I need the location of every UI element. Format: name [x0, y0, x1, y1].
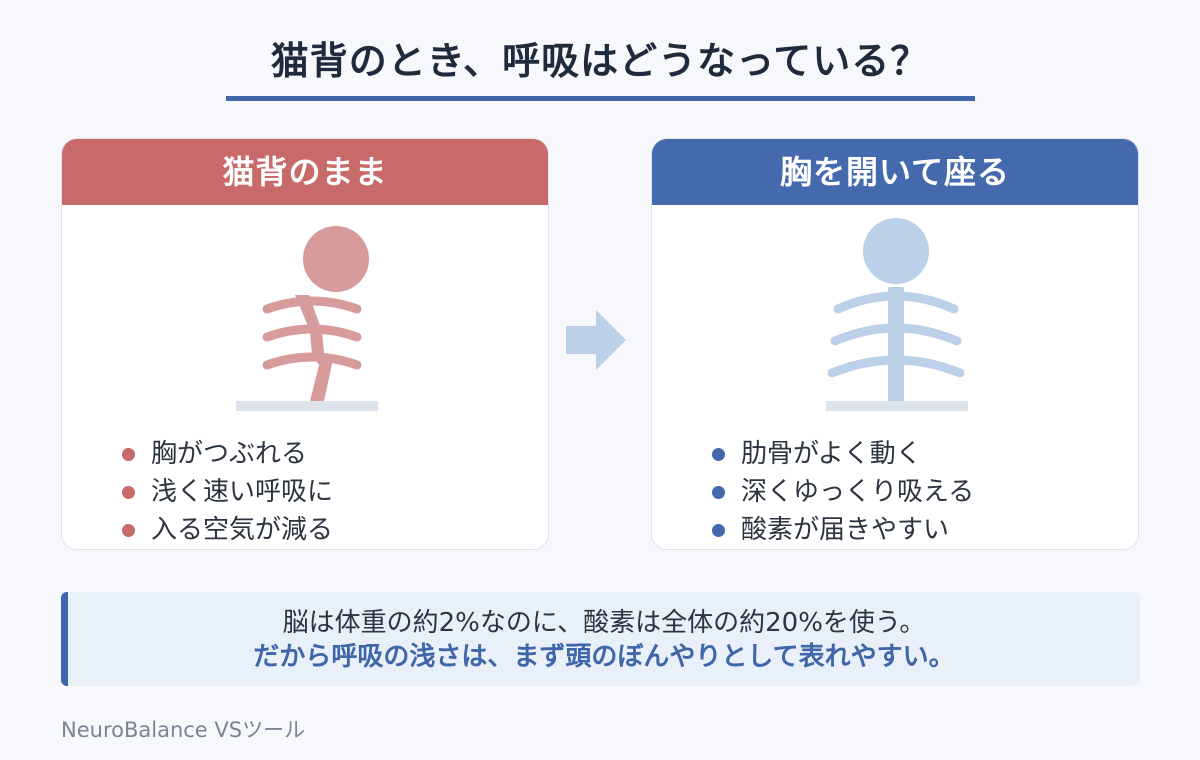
slouched-card: 猫背のまま 胸がつぶれる 浅く速い呼吸に 入る空気が減る [61, 138, 549, 550]
upright-effects-list: 肋骨がよく動く 深くゆっくり吸える 酸素が届きやすい [712, 435, 974, 549]
list-item: 酸素が届きやすい [712, 511, 974, 549]
floor-line [826, 401, 968, 411]
title-underline [226, 96, 975, 101]
note-line-1: 脳は体重の約2%なのに、酸素は全体の約20%を使う。 [282, 608, 926, 638]
note-box: 脳は体重の約2%なのに、酸素は全体の約20%を使う。 だから呼吸の浅さは、まず頭… [61, 592, 1140, 686]
bullet-dot-icon [122, 447, 135, 461]
upright-posture-figure [826, 218, 968, 411]
page-title: 猫背のとき、呼吸はどうなっている？ [270, 39, 930, 83]
upright-card-header: 胸を開いて座る [652, 139, 1138, 205]
rib-3 [827, 355, 965, 378]
list-item: 入る空気が減る [122, 511, 333, 549]
bullet-dot-icon [712, 447, 725, 461]
rib-3 [262, 352, 362, 370]
straight-spine [888, 287, 904, 401]
head [303, 226, 369, 292]
rib-2 [262, 324, 362, 342]
rib-1 [262, 296, 362, 314]
slouched-effects-list: 胸がつぶれる 浅く速い呼吸に 入る空気が減る [122, 435, 333, 549]
note-line-2: だから呼吸の浅さは、まず頭のぼんやりとして表れやすい。 [253, 642, 955, 672]
list-item: 胸がつぶれる [122, 435, 333, 473]
bullet-dot-icon [122, 485, 135, 499]
list-item: 深くゆっくり吸える [712, 473, 974, 511]
floor-line [236, 401, 378, 411]
footer-credit: NeuroBalance VSツール [61, 718, 306, 742]
bullet-dot-icon [122, 523, 135, 537]
upright-card: 胸を開いて座る 肋骨がよく動く 深くゆっくり吸える 酸素が届きやすい [651, 138, 1139, 550]
bullet-dot-icon [712, 523, 725, 537]
bullet-dot-icon [712, 485, 725, 499]
right-arrow-icon [566, 310, 626, 370]
list-item: 浅く速い呼吸に [122, 473, 333, 511]
slouched-posture-figure [236, 226, 378, 411]
list-item: 肋骨がよく動く [712, 435, 974, 473]
rib-2 [830, 323, 962, 346]
curved-spine [295, 295, 334, 401]
slouched-card-header: 猫背のまま [62, 139, 548, 205]
head [863, 218, 929, 284]
rib-1 [833, 291, 959, 314]
